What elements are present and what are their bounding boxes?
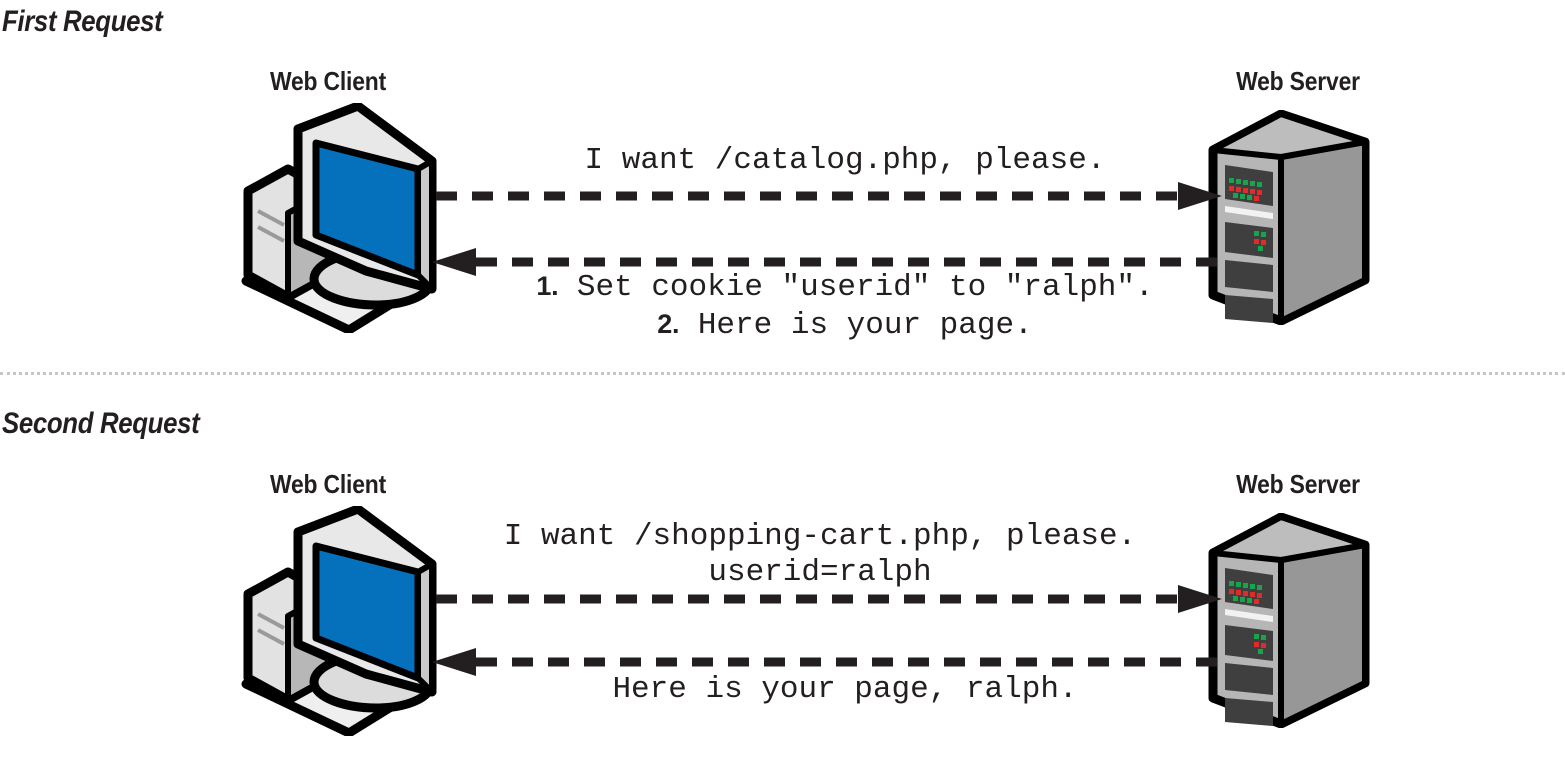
response-line-1: 1. Set cookie "userid" to "ralph". [445, 268, 1245, 306]
server-label-second: Web Server [1236, 469, 1360, 499]
request-line-1: I want /shopping-cart.php, please. [503, 519, 1137, 554]
section-heading-first-request: First Request [2, 5, 163, 38]
section-heading-second-request: Second Request [2, 407, 200, 440]
request-arrow-first [432, 182, 1222, 215]
web-client-icon-second [236, 504, 456, 741]
client-label-first: Web Client [269, 66, 387, 96]
response-arrow-second [432, 648, 1222, 681]
request-arrow-second [432, 585, 1222, 618]
response-message-first: 1. Set cookie "userid" to "ralph". 2. He… [445, 268, 1245, 344]
request-line-2: userid=ralph [708, 555, 932, 590]
response-line-2: 2. Here is your page. [445, 306, 1245, 344]
request-line-1: I want /catalog.php, please. [584, 143, 1106, 178]
step-text-2: Here is your page. [679, 308, 1033, 343]
web-client-icon-first [236, 101, 456, 338]
step-number-2: 2. [657, 309, 680, 339]
step-number-1: 1. [536, 271, 559, 301]
step-text-1: Set cookie "userid" to "ralph". [558, 270, 1154, 305]
response-message-second: Here is your page, ralph. [445, 672, 1245, 708]
web-server-icon-first [1205, 109, 1375, 330]
response-arrow-first [432, 248, 1222, 281]
server-label-first: Web Server [1236, 66, 1360, 96]
web-server-icon-second [1205, 512, 1375, 733]
section-divider [0, 372, 1565, 375]
client-label-second: Web Client [269, 469, 387, 499]
response-line-1: Here is your page, ralph. [612, 672, 1078, 707]
request-message-second: I want /shopping-cart.php, please. useri… [420, 519, 1220, 591]
request-message-first: I want /catalog.php, please. [445, 143, 1245, 179]
